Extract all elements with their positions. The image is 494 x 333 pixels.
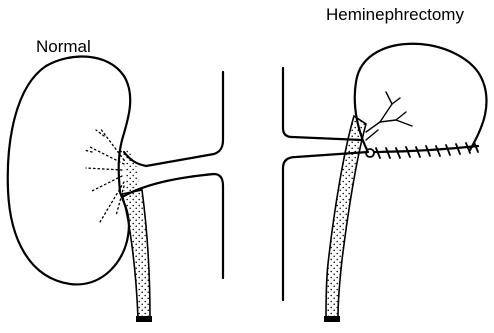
hemi-ureter: [326, 116, 366, 318]
hemi-calyces: [366, 92, 412, 140]
normal-label: Normal: [36, 38, 91, 55]
normal-ureter: [122, 190, 150, 318]
normal-renal-vessel-upper: [124, 72, 223, 166]
normal-ureter-end-cap: [136, 316, 152, 322]
hemi-resection-suture-line: [368, 146, 478, 152]
normal-kidney-outline: [8, 57, 130, 285]
hemi-ureter-end-cap: [324, 316, 340, 322]
heminephrectomy-label: Heminephrectomy: [326, 6, 464, 23]
hemi-kidney-outline: [355, 44, 487, 152]
hemi-suture-stitches: [376, 142, 478, 158]
